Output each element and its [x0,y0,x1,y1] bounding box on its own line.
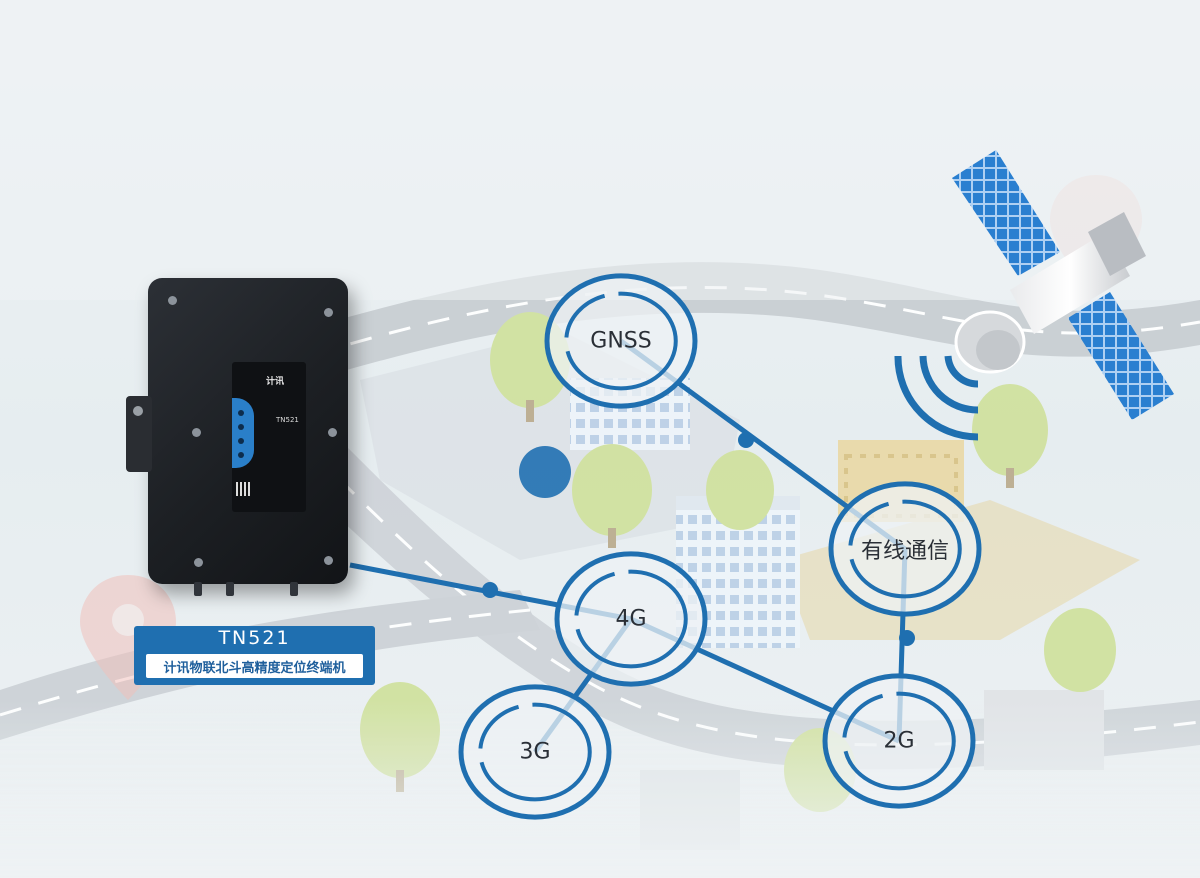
satellite-dish-inner [976,330,1020,370]
device-model-label: TN521 [276,416,299,424]
signal-wave [894,355,979,441]
node-label-4g: 4G [615,606,647,632]
network-node-wired [828,481,982,617]
road [150,262,1200,430]
product-name-box: 计讯物联北斗高精度定位终端机 [146,654,363,678]
qr-code-icon [236,482,250,496]
antenna-port [290,582,298,596]
antenna-port [226,582,234,596]
top-fade [0,0,1200,300]
network-node-4g [554,551,708,687]
node-label-wired: 有线通信 [860,539,950,564]
node-label-gnss: GNSS [590,328,652,354]
satellite-body-end [1088,212,1146,276]
screw [168,296,177,305]
device-brand-label: 计讯 [266,377,285,387]
product-model: TN521 [218,627,291,649]
network-node-gnss [544,273,698,409]
screw [194,558,203,567]
status-led [238,452,244,458]
signal-wave [944,355,979,388]
network-node-2g [822,673,976,809]
product-name: 计讯物联北斗高精度定位终端机 [163,661,346,676]
node-label-2g: 2G [883,728,915,754]
network-node-3g [458,684,612,820]
signal-wave [919,355,979,414]
mounting-bracket [126,396,152,472]
road-lane [159,286,1200,407]
tree [572,444,652,548]
node-label-3g: 3G [519,739,551,765]
status-led [238,424,244,430]
led-strip [232,398,254,468]
solar-panel [1068,292,1174,420]
node-inner-ring [848,499,962,599]
status-led [238,410,244,416]
screw [324,556,333,565]
blue-marker [519,446,571,498]
link-junction-dot [899,630,915,646]
satellite-body [1010,232,1130,334]
node-inner-ring [574,569,688,669]
node-inner-ring [564,291,678,391]
tree [1044,608,1116,692]
screw [192,428,201,437]
node-inner-ring [842,691,956,791]
status-led [238,438,244,444]
tree [972,384,1048,488]
node-inner-ring [478,702,592,802]
link-junction-dot [738,432,754,448]
network-nodes [458,273,982,820]
tn521-device-image: 计讯 TN521 [126,278,348,596]
product-tag: TN521 计讯物联北斗高精度定位终端机 [134,626,375,685]
antenna-port [194,582,202,596]
link-junction-dot [482,582,498,598]
satellite-icon [894,150,1174,441]
tree [706,450,774,530]
screw [324,308,333,317]
solar-panel [952,150,1060,276]
screw [328,428,337,437]
